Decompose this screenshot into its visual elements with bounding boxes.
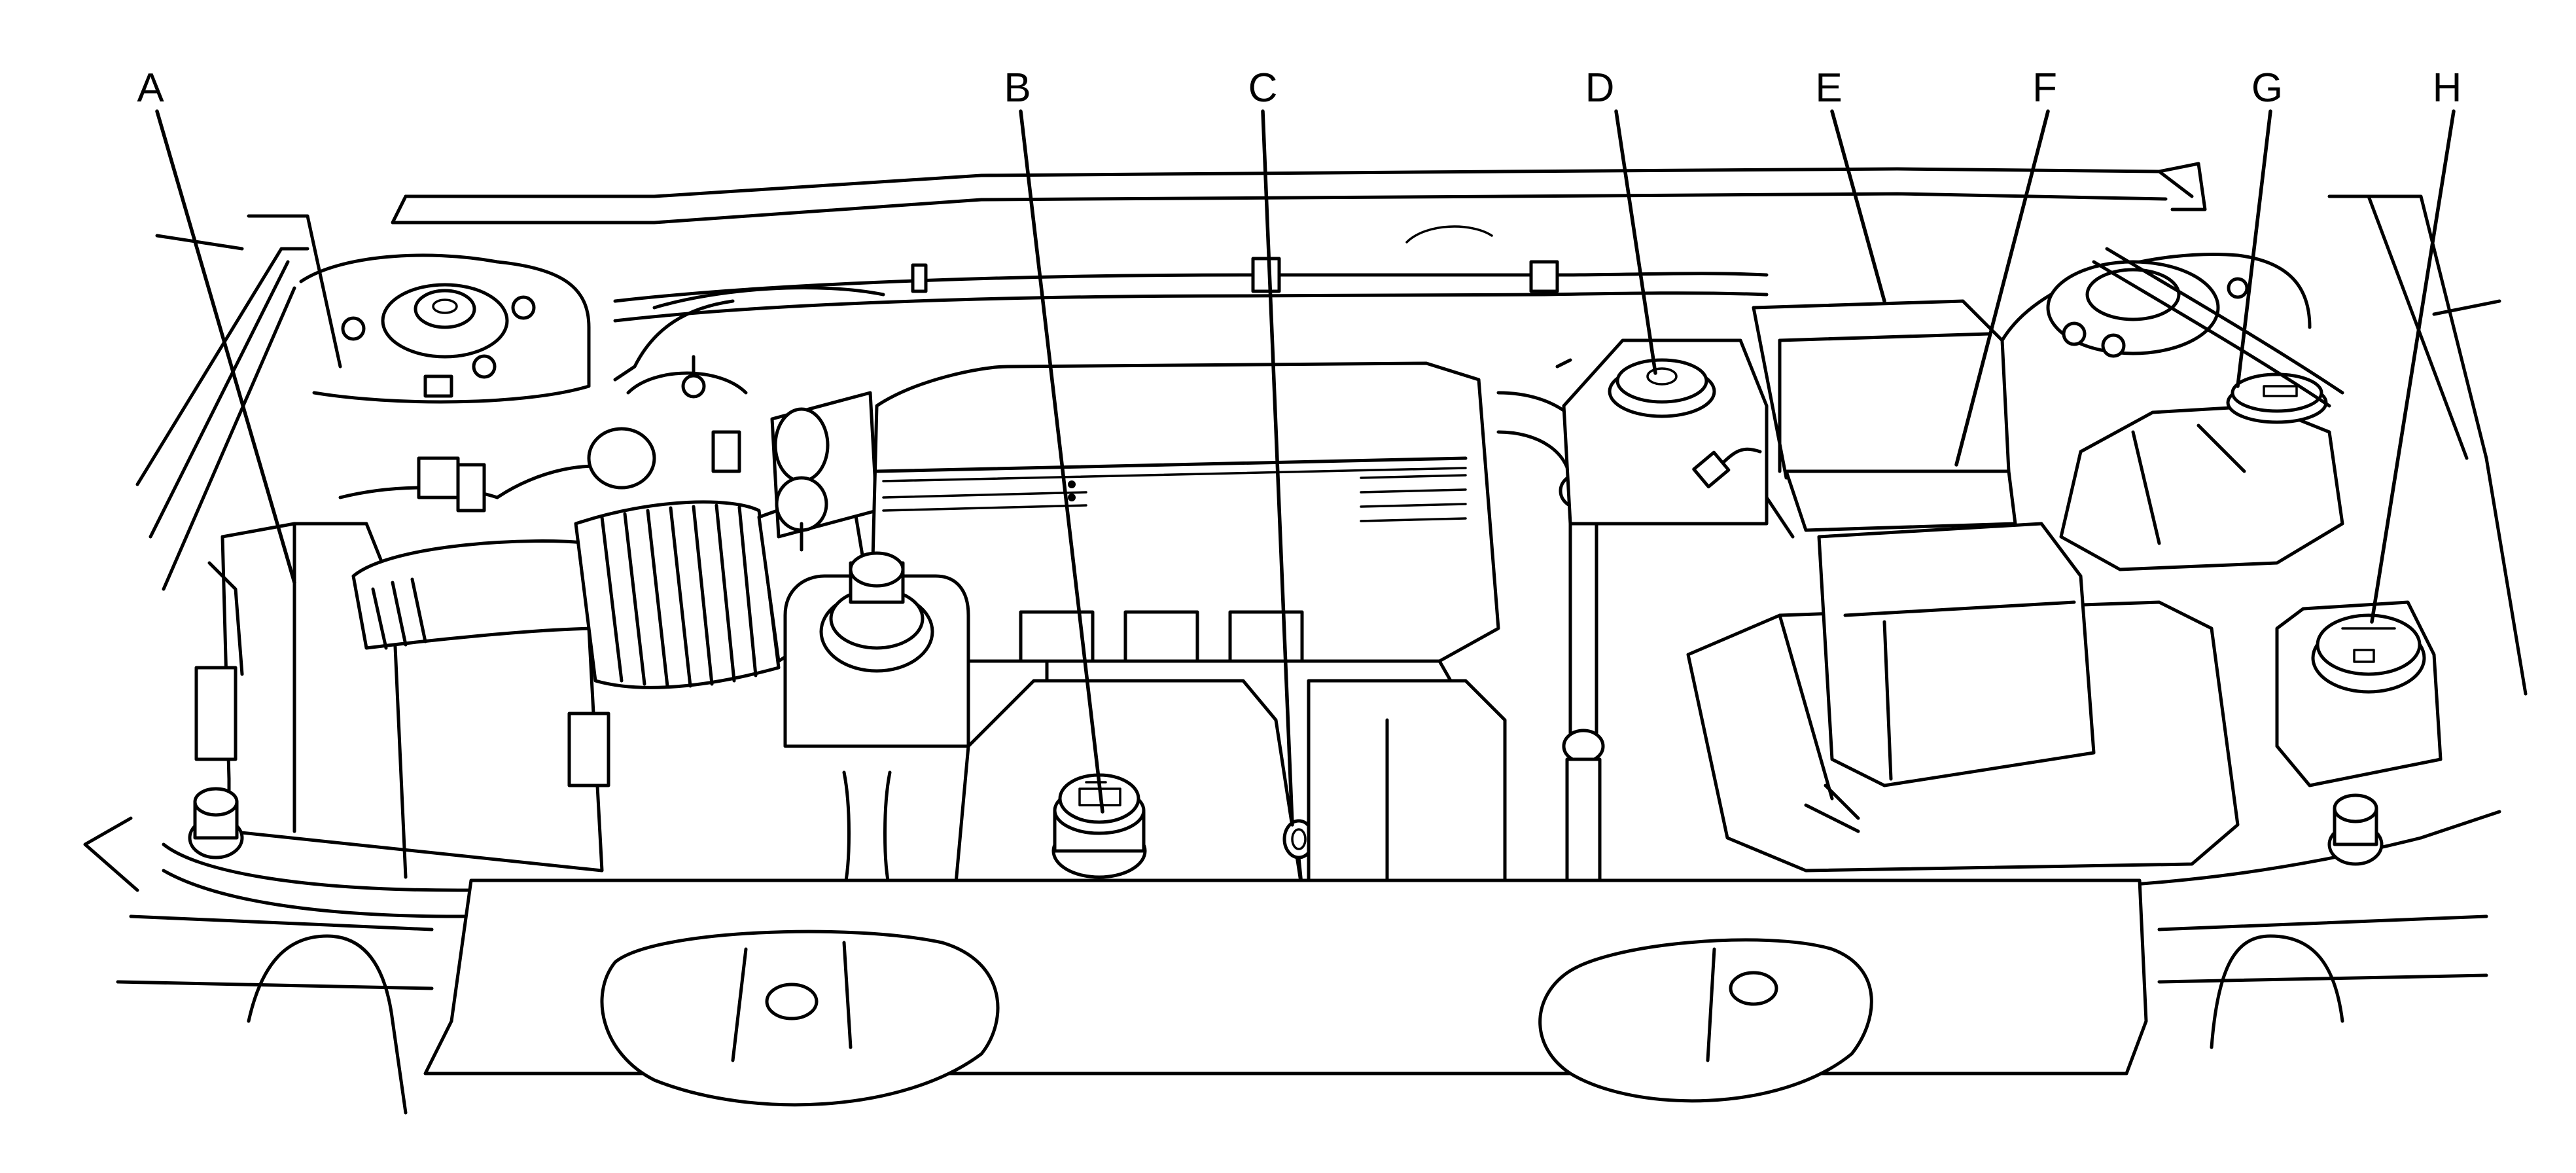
throttle-body	[681, 355, 879, 552]
hood-and-fender-outline	[135, 162, 2528, 696]
engine-side-block	[1307, 679, 1507, 892]
air-cleaner-assembly	[194, 522, 610, 879]
callout-label-H: H	[2433, 65, 2462, 111]
leader-lines	[155, 109, 2456, 827]
callout-label-C: C	[1248, 65, 1278, 111]
callout-labels: A B C D E F G H	[137, 65, 2461, 111]
callout-label-E: E	[1815, 65, 1842, 111]
front-fascia	[116, 878, 2488, 1115]
leader-line-E	[1830, 109, 1886, 303]
leader-line-D	[1614, 109, 1657, 375]
fuse-block-E	[1752, 299, 2011, 480]
hood-bumper-pads	[600, 929, 1873, 1107]
callout-label-B: B	[1004, 65, 1031, 111]
right-strut-tower	[2000, 253, 2312, 358]
brake-master-cylinder-reservoir	[2059, 247, 2344, 571]
leader-line-A	[155, 109, 296, 585]
leader-line-G	[2236, 109, 2272, 388]
coolant-system	[1496, 338, 1769, 892]
left-strut-tower	[299, 253, 591, 404]
wiring-harness-left	[338, 286, 885, 513]
cowl-wiring	[613, 257, 1769, 323]
leader-line-B	[1019, 109, 1104, 814]
callout-label-A: A	[137, 65, 164, 111]
callout-label-D: D	[1585, 65, 1615, 111]
windshield-washer-reservoir	[2275, 600, 2443, 787]
reservoir-center-left	[783, 551, 970, 892]
leader-line-F	[1954, 109, 2050, 467]
engine-oil-fill-cap	[953, 679, 1304, 892]
leader-line-H	[2370, 109, 2456, 624]
leader-line-C	[1261, 109, 1294, 827]
engine-cover	[868, 361, 1500, 715]
callout-label-G: G	[2251, 65, 2283, 111]
callout-label-F: F	[2032, 65, 2057, 111]
battery-and-tray	[1686, 522, 2240, 873]
